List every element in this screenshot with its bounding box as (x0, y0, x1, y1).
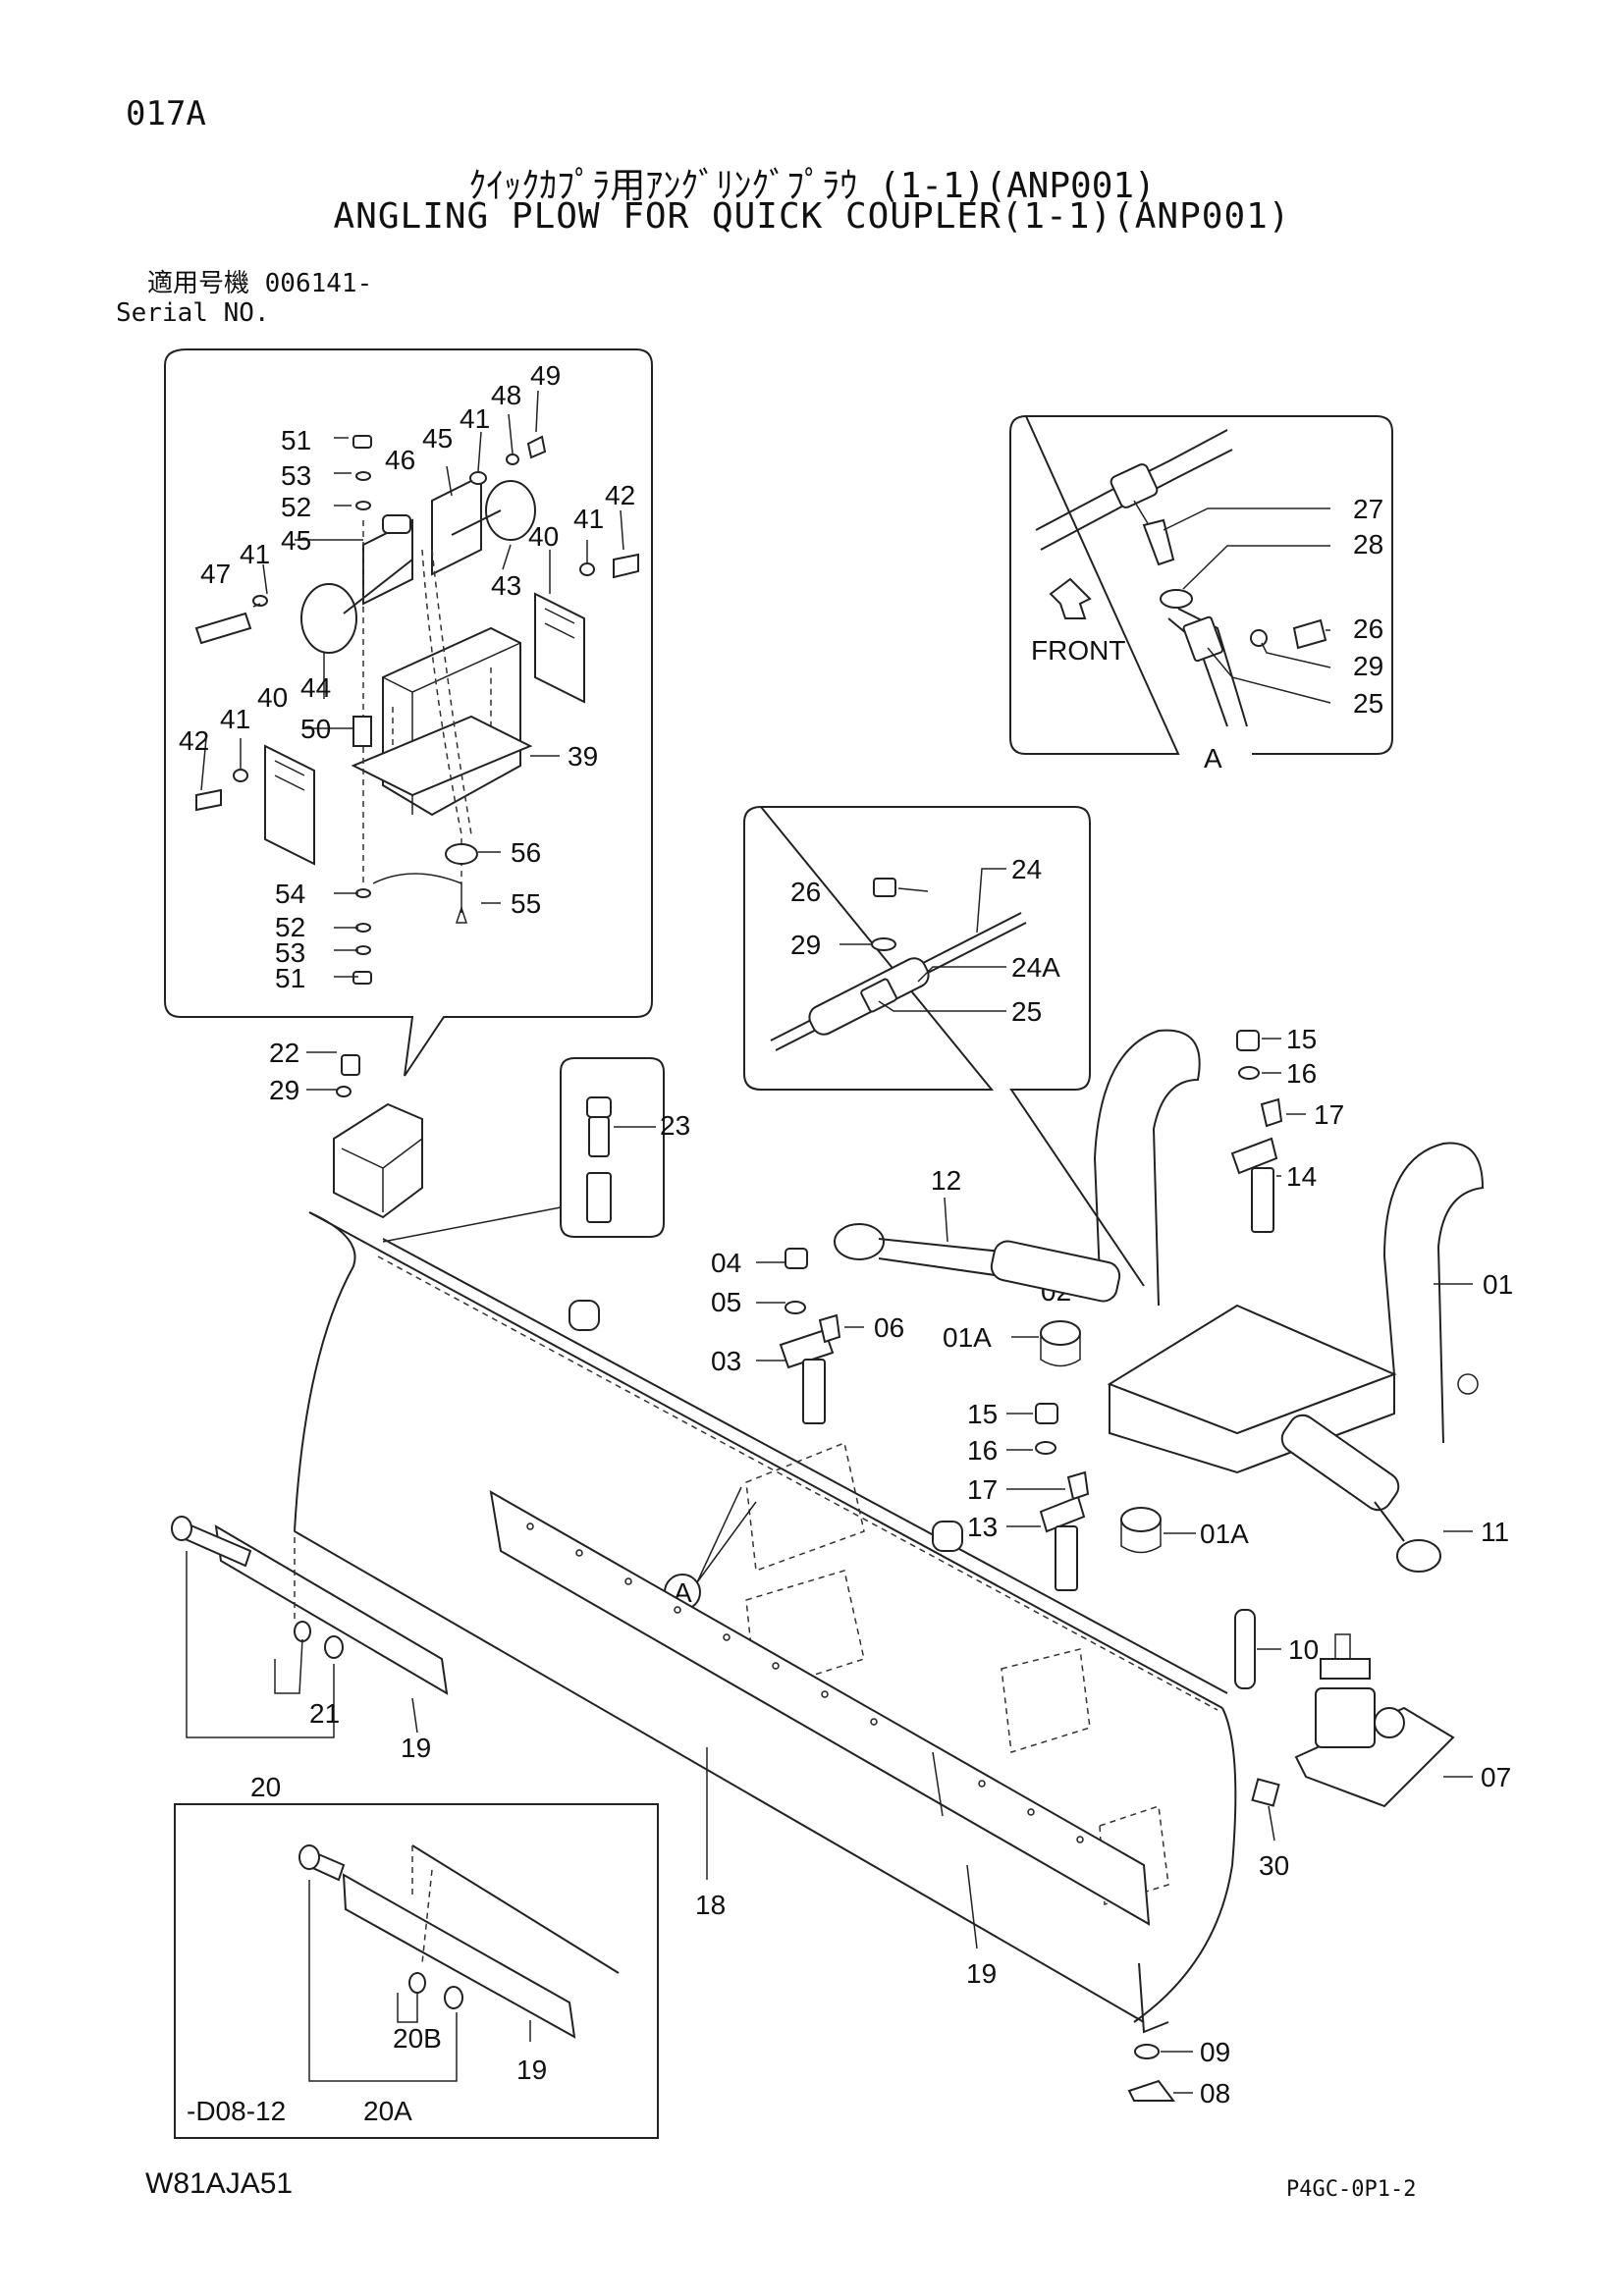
callout-56: 56 (511, 837, 541, 868)
callout-04: 04 (711, 1248, 741, 1278)
callout-53: 53 (281, 460, 311, 491)
callout-09: 09 (1200, 2037, 1230, 2067)
callout-15: 15 (1286, 1024, 1317, 1054)
callout-20: 20 (250, 1772, 281, 1802)
callout-21: 21 (309, 1698, 340, 1729)
callout-25: 25 (1353, 688, 1383, 719)
callout-48: 48 (491, 380, 521, 410)
detail-view-a: 27 28 26 29 25 FRONT A (1009, 414, 1393, 774)
cutting-edge-holes (526, 1522, 1084, 1843)
frame-assembly: 15 16 17 14 01 12 11 01A 01A 15 16 (834, 1024, 1513, 1591)
detail-hose-clamp: 24 26 29 24A 25 (743, 805, 1145, 1287)
callout-01a: 01A (943, 1322, 992, 1353)
drawing-number: W81AJA51 (145, 2167, 294, 2200)
callout-29: 29 (1353, 651, 1383, 681)
title-japanese: ｸｲｯｸｶﾌﾟﾗ用ｱﾝｸﾞﾘﾝｸﾞﾌﾟﾗｳ (1-1)(ANP001) (468, 166, 1156, 206)
callout-25: 25 (1011, 996, 1042, 1027)
callout-17: 17 (1314, 1099, 1344, 1130)
callout-24: 24 (1011, 854, 1042, 884)
page-code: 017A (126, 94, 206, 133)
pivot-pin-group-03: 04 05 06 03 (711, 1248, 904, 1424)
callout-40: 40 (528, 521, 559, 552)
callout-13: 13 (967, 1512, 998, 1542)
serial-label-japanese: 適用号機 006141- (147, 269, 373, 298)
callout-27: 27 (1353, 494, 1383, 524)
lamp-mount-bolts: 22 29 (269, 1038, 337, 1105)
callout-55: 55 (511, 888, 541, 919)
callout-44: 44 (300, 672, 331, 703)
hitch-assembly: 10 07 (1234, 1609, 1511, 1808)
callout-52: 52 (275, 912, 305, 942)
plow-blade: A (171, 1054, 1289, 2109)
serial-label-english: Serial NO. (116, 298, 270, 328)
callout-45: 45 (422, 423, 453, 454)
callout-16: 16 (967, 1435, 998, 1466)
callout-42: 42 (605, 480, 635, 510)
callout-51: 51 (275, 963, 305, 993)
callout-30: 30 (1259, 1850, 1289, 1881)
title-english: ANGLING PLOW FOR QUICK COUPLER(1-1)(ANP0… (333, 196, 1291, 237)
front-label: FRONT (1031, 635, 1125, 666)
callout-53: 53 (275, 937, 305, 968)
callout-06: 06 (874, 1312, 904, 1343)
callout-20a: 20A (363, 2096, 412, 2126)
callout-26: 26 (1353, 614, 1383, 644)
callout-43: 43 (491, 570, 521, 601)
callout-03: 03 (711, 1346, 741, 1376)
callout-18: 18 (695, 1890, 726, 1920)
detail-lamp-assembly: 49 48 51 45 41 53 46 42 52 45 41 47 41 4… (164, 348, 653, 1077)
callout-19: 19 (401, 1733, 431, 1763)
callout-05: 05 (711, 1287, 741, 1317)
callout-24a: 24A (1011, 952, 1060, 983)
callout-51: 51 (281, 425, 311, 455)
callout-49: 49 (530, 360, 561, 391)
callout-40: 40 (257, 682, 288, 713)
detail-fitting-23: 23 (382, 1057, 690, 1243)
callout-46: 46 (385, 445, 415, 475)
variant-label: -D08-12 (187, 2096, 286, 2126)
callout-52: 52 (281, 492, 311, 522)
callout-19: 19 (516, 2055, 547, 2085)
callout-07: 07 (1481, 1762, 1511, 1792)
callout-39: 39 (568, 741, 598, 772)
callout-54: 54 (275, 879, 305, 909)
callout-41: 41 (220, 704, 250, 734)
sheet-code: P4GC-0P1-2 (1286, 2177, 1417, 2202)
callout-45: 45 (281, 525, 311, 556)
callout-41: 41 (240, 539, 270, 569)
callout-26: 26 (790, 877, 821, 907)
callout-41: 41 (573, 504, 604, 534)
callout-15: 15 (967, 1399, 998, 1429)
callout-47: 47 (200, 559, 231, 589)
callout-16: 16 (1286, 1058, 1317, 1089)
callout-41: 41 (460, 403, 490, 434)
callout-12: 12 (931, 1165, 961, 1196)
callout-14: 14 (1286, 1161, 1317, 1192)
callout-20b: 20B (393, 2023, 442, 2054)
callout-29: 29 (790, 930, 821, 960)
callout-08: 08 (1200, 2078, 1230, 2109)
callout-11: 11 (1481, 1517, 1509, 1547)
callout-50: 50 (300, 714, 331, 744)
callout-19: 19 (966, 1958, 997, 1989)
callout-22: 22 (269, 1038, 299, 1068)
callout-42: 42 (179, 725, 209, 756)
view-a-label: A (1204, 743, 1222, 774)
callout-17: 17 (967, 1474, 998, 1505)
detail-variant-d08-12: 20B 19 20A -D08-12 (174, 1803, 659, 2139)
callout-28: 28 (1353, 529, 1383, 560)
callout-01: 01 (1483, 1269, 1513, 1300)
callout-01a: 01A (1200, 1519, 1249, 1549)
callout-29: 29 (269, 1075, 299, 1105)
callout-23: 23 (660, 1110, 690, 1141)
callout-10: 10 (1288, 1634, 1319, 1665)
